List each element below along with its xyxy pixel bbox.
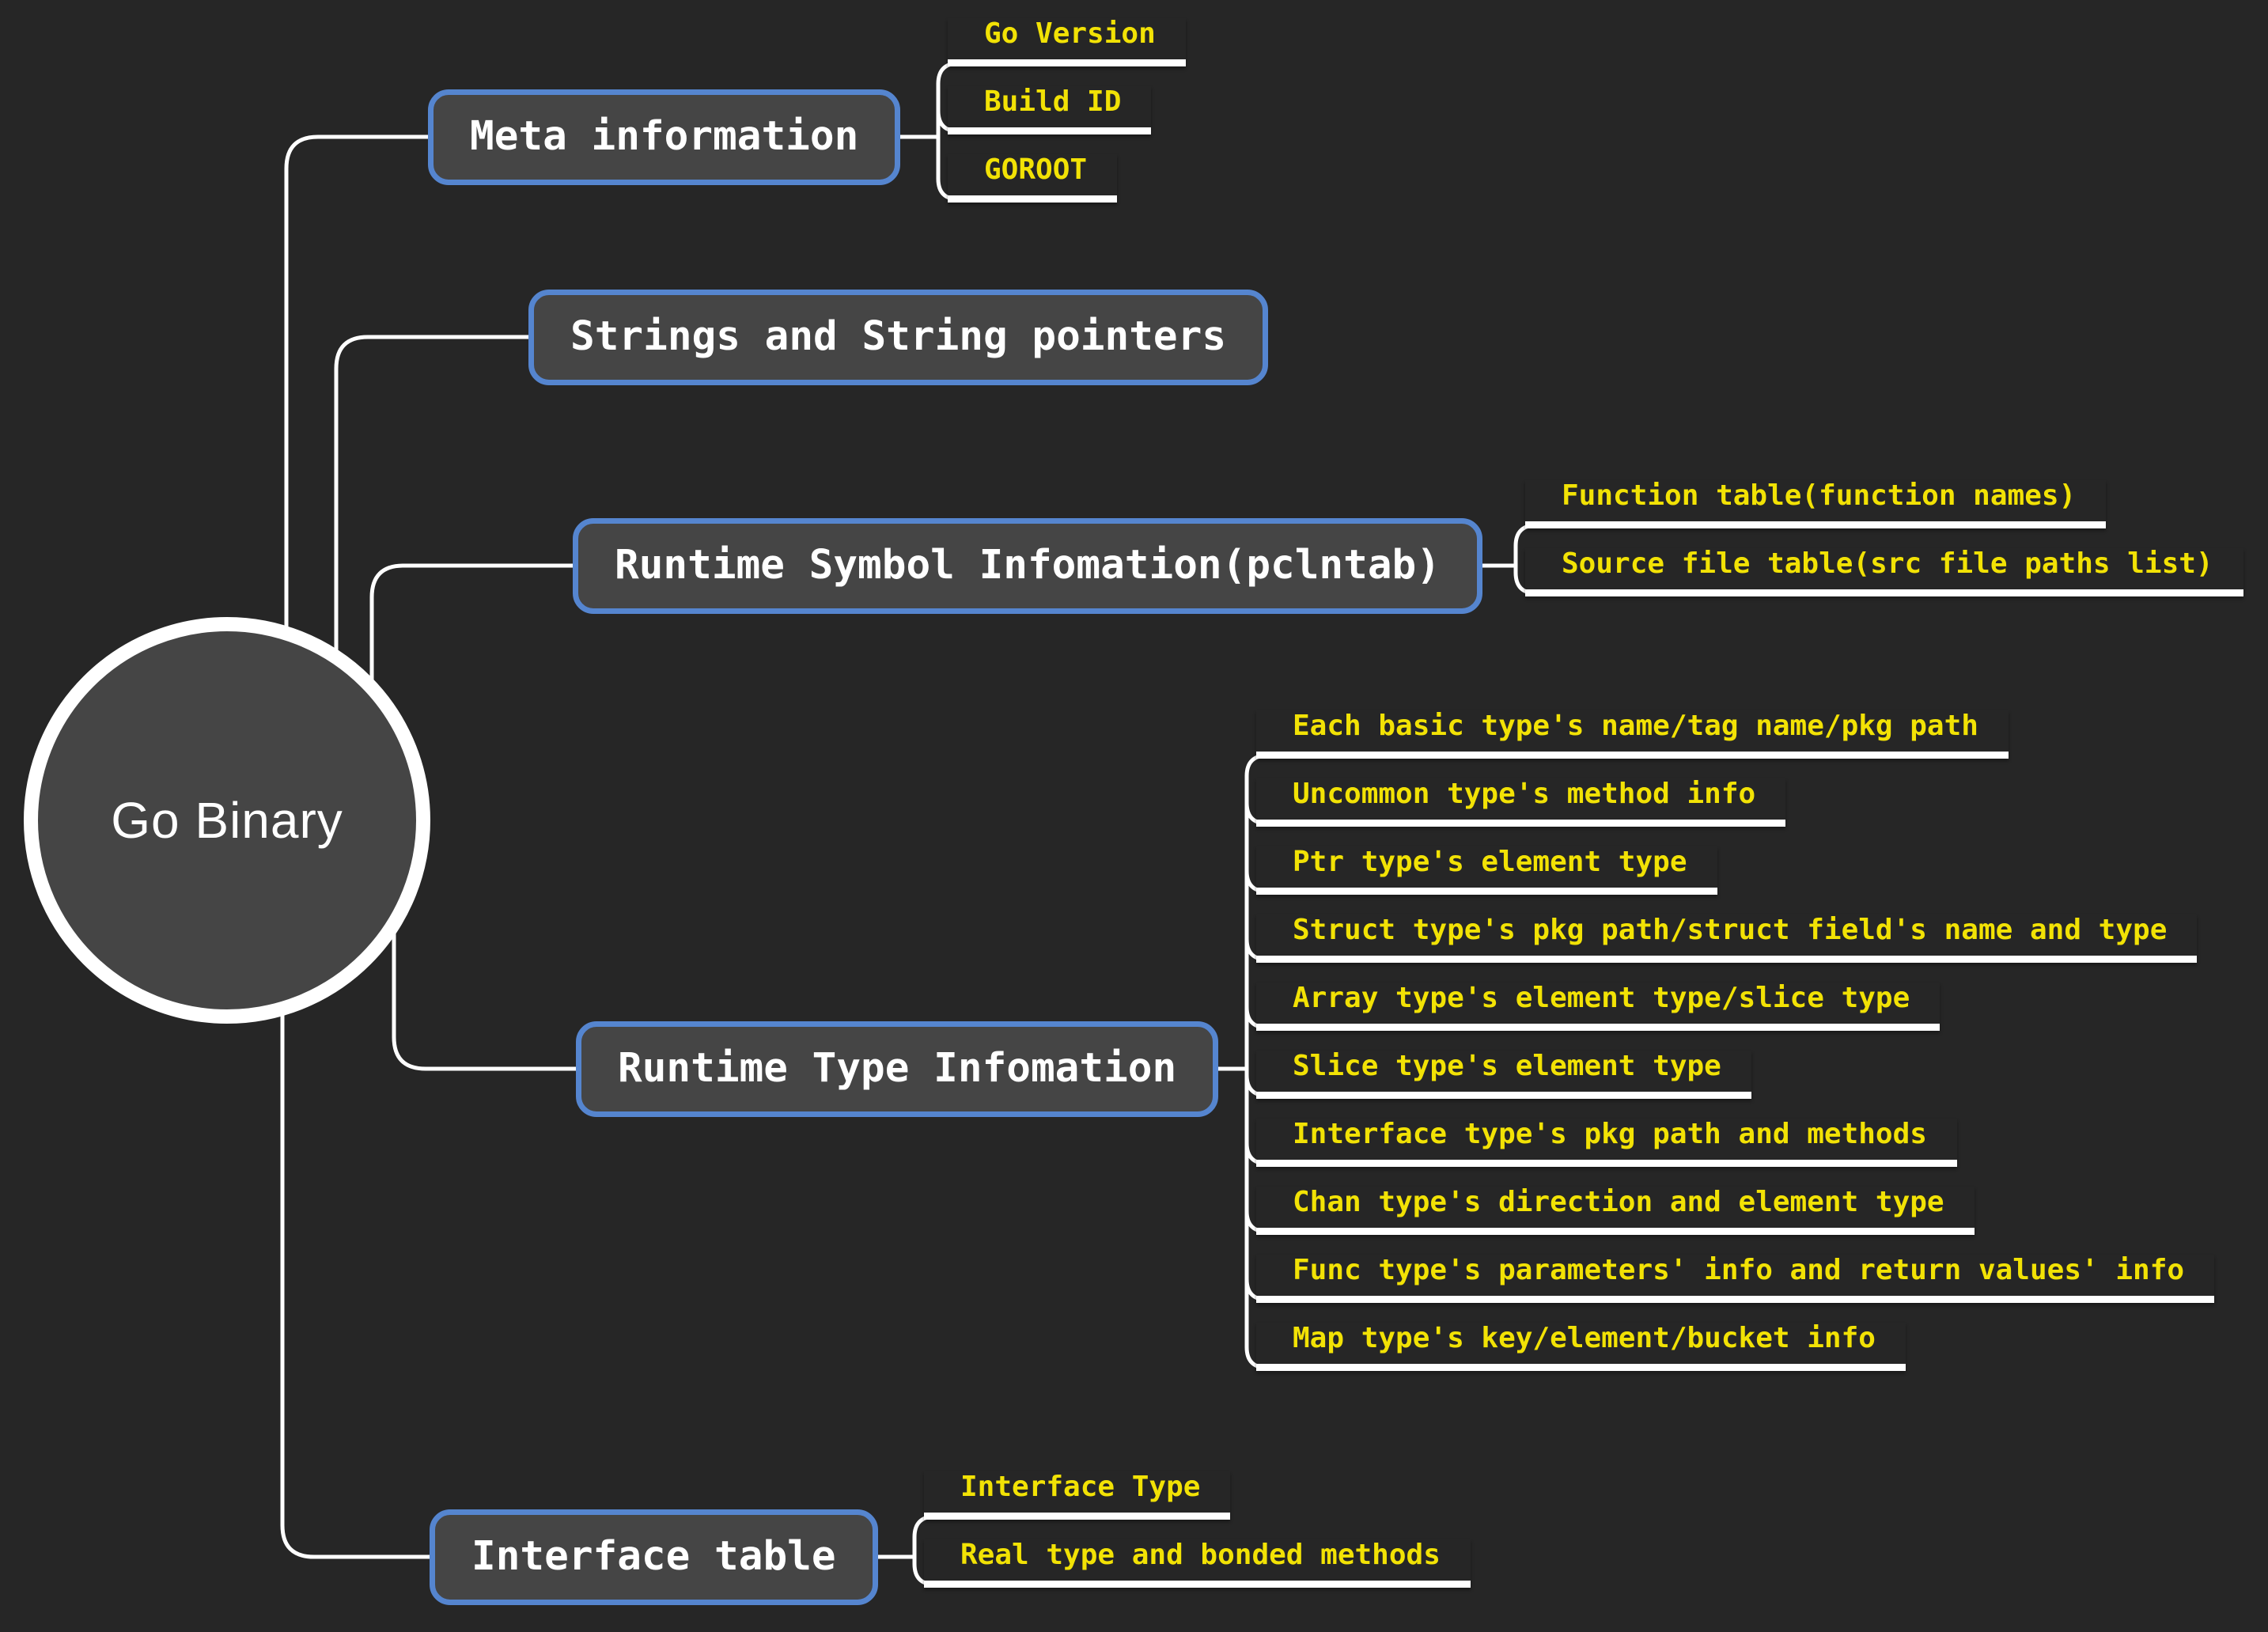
leaf-function-table[interactable]: Function table(function names) <box>1525 479 2107 528</box>
leaf-build-id[interactable]: Build ID <box>948 85 1152 134</box>
leaf-goroot[interactable]: GOROOT <box>948 153 1118 203</box>
root-node[interactable]: Go Binary <box>24 617 430 1024</box>
leaf-func-type-params[interactable]: Func type's parameters' info and return … <box>1256 1254 2215 1303</box>
leaf-label: GOROOT <box>984 153 1088 186</box>
leaf-source-file-table[interactable]: Source file table(src file paths list) <box>1525 548 2243 596</box>
branch-label: Runtime Symbol Infomation(pclntab) <box>615 542 1441 589</box>
leaf-label: Interface type's pkg path and methods <box>1293 1118 1927 1150</box>
leaf-label: Chan type's direction and element type <box>1293 1186 1944 1218</box>
leaf-label: Func type's parameters' info and return … <box>1293 1254 2185 1286</box>
connector-root-to-runtime-symbol <box>369 563 578 823</box>
leaf-real-type-bonded-methods[interactable]: Real type and bonded methods <box>924 1539 1471 1588</box>
branch-node-runtime-type-information[interactable]: Runtime Type Infomation <box>576 1021 1219 1117</box>
branch-node-meta-information[interactable]: Meta information <box>428 89 901 185</box>
leaf-label: Real type and bonded methods <box>960 1539 1441 1571</box>
leaf-uncommon-type-method[interactable]: Uncommon type's method info <box>1256 778 1786 827</box>
branch-label: Strings and String pointers <box>570 313 1227 360</box>
branch-label: Runtime Type Infomation <box>618 1045 1177 1092</box>
root-node-label: Go Binary <box>111 792 343 849</box>
branch-label: Interface table <box>471 1533 836 1580</box>
leaf-label: Function table(function names) <box>1562 479 2077 512</box>
leaf-label: Map type's key/element/bucket info <box>1293 1322 1876 1354</box>
leaf-label: Go Version <box>984 17 1156 50</box>
leaf-label: Struct type's pkg path/struct field's na… <box>1293 914 2168 946</box>
connector-root-to-runtime-type <box>392 818 581 1071</box>
leaf-label: Array type's element type/slice type <box>1293 982 1910 1014</box>
leaf-array-type-element[interactable]: Array type's element type/slice type <box>1256 983 1940 1031</box>
leaf-go-version[interactable]: Go Version <box>948 18 1186 66</box>
branch-node-interface-table[interactable]: Interface table <box>430 1509 878 1605</box>
connector-root-to-meta-information <box>284 134 434 823</box>
leaf-slice-type-element[interactable]: Slice type's element type <box>1256 1051 1751 1099</box>
leaf-struct-type-fields[interactable]: Struct type's pkg path/struct field's na… <box>1256 914 2198 963</box>
leaf-label: Each basic type's name/tag name/pkg path <box>1293 710 1978 742</box>
branch-node-strings-and-string-pointers[interactable]: Strings and String pointers <box>528 290 1269 385</box>
branch-node-runtime-symbol-information[interactable]: Runtime Symbol Infomation(pclntab) <box>573 518 1482 614</box>
branch-label: Meta information <box>470 113 859 160</box>
leaf-interface-type[interactable]: Interface Type <box>924 1471 1231 1520</box>
leaf-chan-type-direction[interactable]: Chan type's direction and element type <box>1256 1187 1975 1235</box>
leaf-ptr-type-element[interactable]: Ptr type's element type <box>1256 846 1717 895</box>
leaf-label: Build ID <box>984 85 1122 118</box>
connector-root-to-strings <box>334 335 534 823</box>
leaf-interface-type-pkg-methods[interactable]: Interface type's pkg path and methods <box>1256 1119 1957 1167</box>
leaf-label: Interface Type <box>960 1471 1201 1503</box>
leaf-label: Slice type's element type <box>1293 1050 1721 1082</box>
connector-root-to-interface-table <box>280 818 435 1559</box>
leaf-label: Uncommon type's method info <box>1293 778 1756 810</box>
leaf-map-type-info[interactable]: Map type's key/element/bucket info <box>1256 1323 1906 1371</box>
leaf-basic-type-name[interactable]: Each basic type's name/tag name/pkg path <box>1256 710 2009 759</box>
leaf-label: Source file table(src file paths list) <box>1562 547 2213 580</box>
leaf-label: Ptr type's element type <box>1293 846 1687 878</box>
